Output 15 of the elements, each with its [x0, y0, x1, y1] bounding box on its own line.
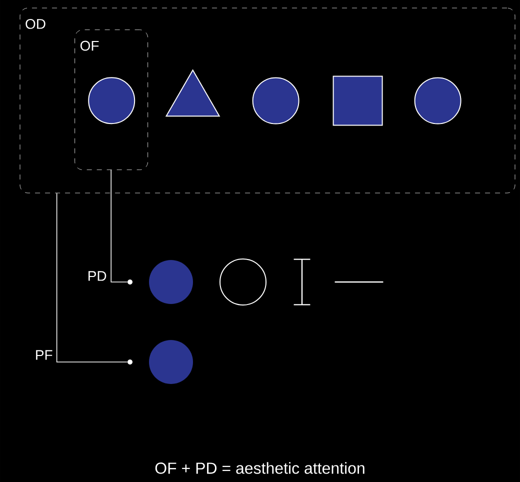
circle-shape — [414, 77, 462, 124]
edge-label: PF — [34, 349, 54, 361]
connector-line — [56, 192, 128, 362]
caption: OF + PD = aesthetic attention — [155, 462, 364, 474]
circle-shape — [252, 77, 300, 124]
circle-shape — [149, 340, 193, 384]
square-shape — [332, 76, 383, 126]
i-beam-symbol — [293, 258, 311, 306]
circle-shape — [149, 260, 193, 304]
dashed-group-box: OF — [74, 30, 148, 170]
edge-label: PD — [86, 270, 108, 282]
connector-line — [110, 170, 128, 282]
line-symbol — [334, 281, 384, 283]
open-circle — [220, 258, 266, 306]
circle-shape — [88, 77, 136, 124]
